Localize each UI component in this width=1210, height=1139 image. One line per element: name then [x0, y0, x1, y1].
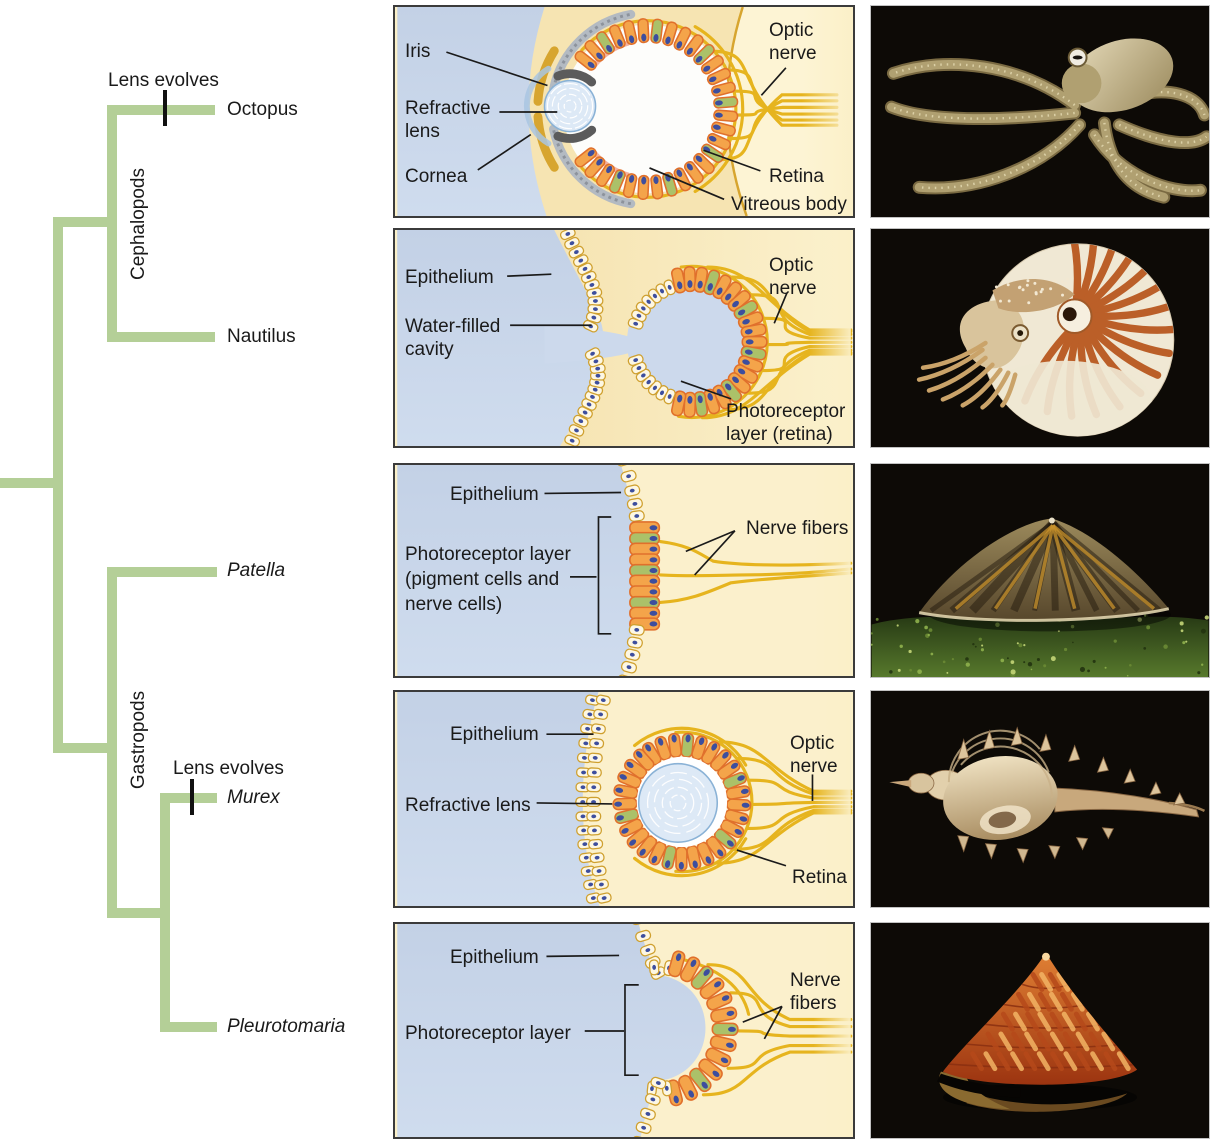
taxon-label-octopus: Octopus [227, 99, 298, 120]
taxon-label-nautilus: Nautilus [227, 326, 296, 347]
lens-evolves-tick-cephalopod [163, 90, 167, 126]
label-retina: Retina [769, 166, 824, 187]
label-retina: Retina [792, 867, 847, 888]
branch-root [0, 478, 58, 488]
photo-murex [870, 690, 1210, 908]
label-nerve-fibers: Nerve fibers [746, 518, 849, 539]
label-photoreceptor-layer: Photoreceptor layer (pigment cells and n… [405, 544, 571, 615]
branch-cephalopod-stem [53, 217, 112, 227]
label-epithelium: Epithelium [450, 724, 539, 745]
branch-patella [107, 567, 217, 577]
branch-gastropod-vertical [107, 567, 117, 918]
label-refractive-lens: Refractive lens [405, 795, 531, 816]
label-epithelium: Epithelium [405, 267, 494, 288]
taxon-label-pleurotomaria: Pleurotomaria [227, 1016, 346, 1037]
label-epithelium: Epithelium [450, 947, 539, 968]
octopus-eye-art [397, 7, 851, 216]
nautilus-eye-art [397, 230, 853, 446]
limpet-photo-art [871, 464, 1209, 677]
branch-murex-clade-stem [107, 908, 170, 918]
patella-eye-art [397, 465, 853, 676]
lens-evolves-tick-gastropod [190, 779, 194, 815]
clade-label-cephalopods: Cephalopods [128, 168, 149, 280]
branch-octopus [107, 105, 215, 115]
photo-octopus [870, 5, 1210, 218]
branch-murex-clade-vertical [160, 793, 170, 1032]
label-vitreous-body: Vitreous body [731, 194, 847, 215]
clade-label-gastropods: Gastropods [128, 690, 149, 790]
branch-cephalopod-vertical [107, 105, 117, 342]
photo-pleurotomaria [870, 922, 1210, 1139]
taxon-label-murex: Murex [227, 787, 280, 808]
branch-pleurotomaria [160, 1022, 217, 1032]
octopus-photo-art [871, 6, 1209, 217]
label-epithelium: Epithelium [450, 484, 539, 505]
pleurotomaria-eye-art [397, 924, 853, 1137]
diagram-patella-eye: Epithelium Photoreceptor layer (pigment … [393, 463, 855, 678]
photo-nautilus [870, 228, 1210, 448]
branch-murex [160, 793, 217, 803]
label-cornea: Cornea [405, 166, 468, 187]
nautilus-photo-art [871, 229, 1209, 447]
lens-evolves-label-gastropod: Lens evolves [173, 758, 284, 779]
lens-evolves-label-cephalopod: Lens evolves [108, 70, 219, 91]
label-iris: Iris [405, 41, 431, 62]
branch-nautilus [107, 332, 215, 342]
murex-photo-art [871, 691, 1209, 907]
pleurotomaria-photo-art [871, 923, 1209, 1138]
branch-main-vertical [53, 217, 63, 753]
murex-eye-art [397, 692, 853, 906]
label-photoreceptor-layer: Photoreceptor layer [405, 1023, 571, 1044]
taxon-label-patella: Patella [227, 560, 286, 581]
photo-patella-limpet [870, 463, 1210, 678]
branch-gastropod-stem [53, 743, 112, 753]
